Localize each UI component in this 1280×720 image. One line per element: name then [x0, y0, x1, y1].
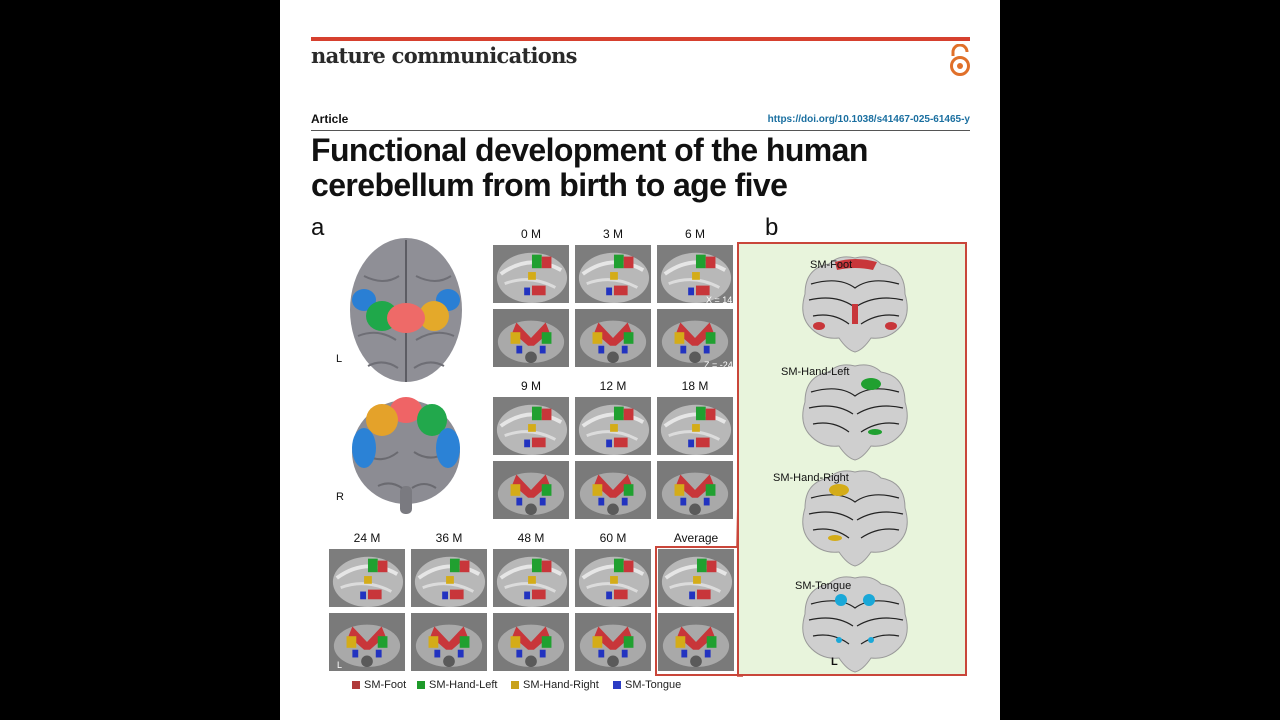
- mri-axial-slice: [574, 460, 652, 520]
- flatmap-label-hand-right: SM-Hand-Right: [773, 472, 849, 484]
- legend-item-tongue: SM-Tongue: [613, 679, 681, 691]
- average-highlight-box: [655, 546, 739, 676]
- legend-item-foot: SM-Foot: [352, 679, 406, 691]
- flatmap-hand-left: [802, 364, 908, 461]
- age-label-0m: 0 M: [520, 227, 541, 241]
- mri-axial-slice: [492, 460, 570, 520]
- header-divider: [311, 130, 970, 131]
- mri-axial-slice: [492, 308, 570, 368]
- legend-swatch: [511, 681, 519, 689]
- panel-a-label: a: [311, 214, 325, 241]
- flatmap-label-tongue: SM-Tongue: [795, 580, 852, 592]
- age-label-9m: 9 M: [520, 379, 541, 393]
- journal-name: nature communications: [311, 43, 577, 68]
- legend-swatch: [613, 681, 621, 689]
- mri-axial-slice: [574, 308, 652, 368]
- panel-b-label: b: [765, 214, 779, 241]
- mri-sagittal-slice: [328, 548, 406, 608]
- legend-item-hand-left: SM-Hand-Left: [417, 679, 497, 691]
- article-type: Article: [311, 112, 349, 126]
- mri-sagittal-slice: [657, 548, 735, 608]
- age-label-36m: 36 M: [435, 531, 463, 545]
- brain-top-view: [350, 238, 462, 382]
- mri-sagittal-slice: [492, 396, 570, 456]
- mri-axial-slice: [328, 612, 406, 672]
- flatmap-label-foot: SM-Foot: [810, 259, 853, 271]
- open-access-icon: [950, 44, 970, 76]
- mri-sagittal-slice: [656, 396, 734, 456]
- mri-sagittal-slice: [656, 244, 734, 304]
- age-label-6m: 6 M: [684, 227, 705, 241]
- age-label-average: Average: [673, 531, 719, 545]
- brain-top-left-label: L: [336, 353, 343, 365]
- mri-sagittal-slice: [574, 396, 652, 456]
- paper-page: nature communications Article https://do…: [280, 0, 1000, 720]
- flatmap-tongue: [802, 576, 908, 673]
- coord-x-label: X = 14: [706, 295, 733, 305]
- legend-item-hand-right: SM-Hand-Right: [511, 679, 599, 691]
- flatmap-orientation-label: L: [831, 656, 838, 668]
- flatmap-foot: [802, 256, 908, 353]
- doi-link[interactable]: https://doi.org/10.1038/s41467-025-61465…: [767, 114, 970, 125]
- mri-axial-slice: [574, 612, 652, 672]
- age-label-24m: 24 M: [353, 531, 381, 545]
- flatmap-panel: SM-Foot SM-Hand-Left SM-Hand-Right SM-To…: [737, 242, 967, 676]
- age-label-48m: 48 M: [517, 531, 545, 545]
- tile-orientation-label: L: [337, 660, 343, 670]
- mri-axial-slice: [492, 612, 570, 672]
- age-label-18m: 18 M: [681, 379, 709, 393]
- mri-axial-slice: [410, 612, 488, 672]
- age-label-60m: 60 M: [599, 531, 627, 545]
- mri-sagittal-slice: [410, 548, 488, 608]
- flatmap-label-hand-left: SM-Hand-Left: [781, 366, 850, 378]
- mri-sagittal-slice: [492, 244, 570, 304]
- mri-axial-slice: [656, 460, 734, 520]
- header-accent-bar: [311, 37, 970, 41]
- mri-axial-slice: [656, 308, 734, 368]
- brain-bottom-label: R: [336, 491, 344, 503]
- mri-axial-slice: [657, 612, 735, 672]
- article-title: Functional development of the human cere…: [311, 132, 868, 203]
- brain-bottom-view: [352, 397, 460, 514]
- age-label-3m: 3 M: [602, 227, 623, 241]
- age-label-12m: 12 M: [599, 379, 627, 393]
- mri-sagittal-slice: [574, 548, 652, 608]
- coord-z-label: Z = -24: [704, 360, 733, 370]
- legend-swatch: [417, 681, 425, 689]
- flatmap-hand-right: [802, 470, 908, 567]
- mri-sagittal-slice: [492, 548, 570, 608]
- legend-swatch: [352, 681, 360, 689]
- mri-sagittal-slice: [574, 244, 652, 304]
